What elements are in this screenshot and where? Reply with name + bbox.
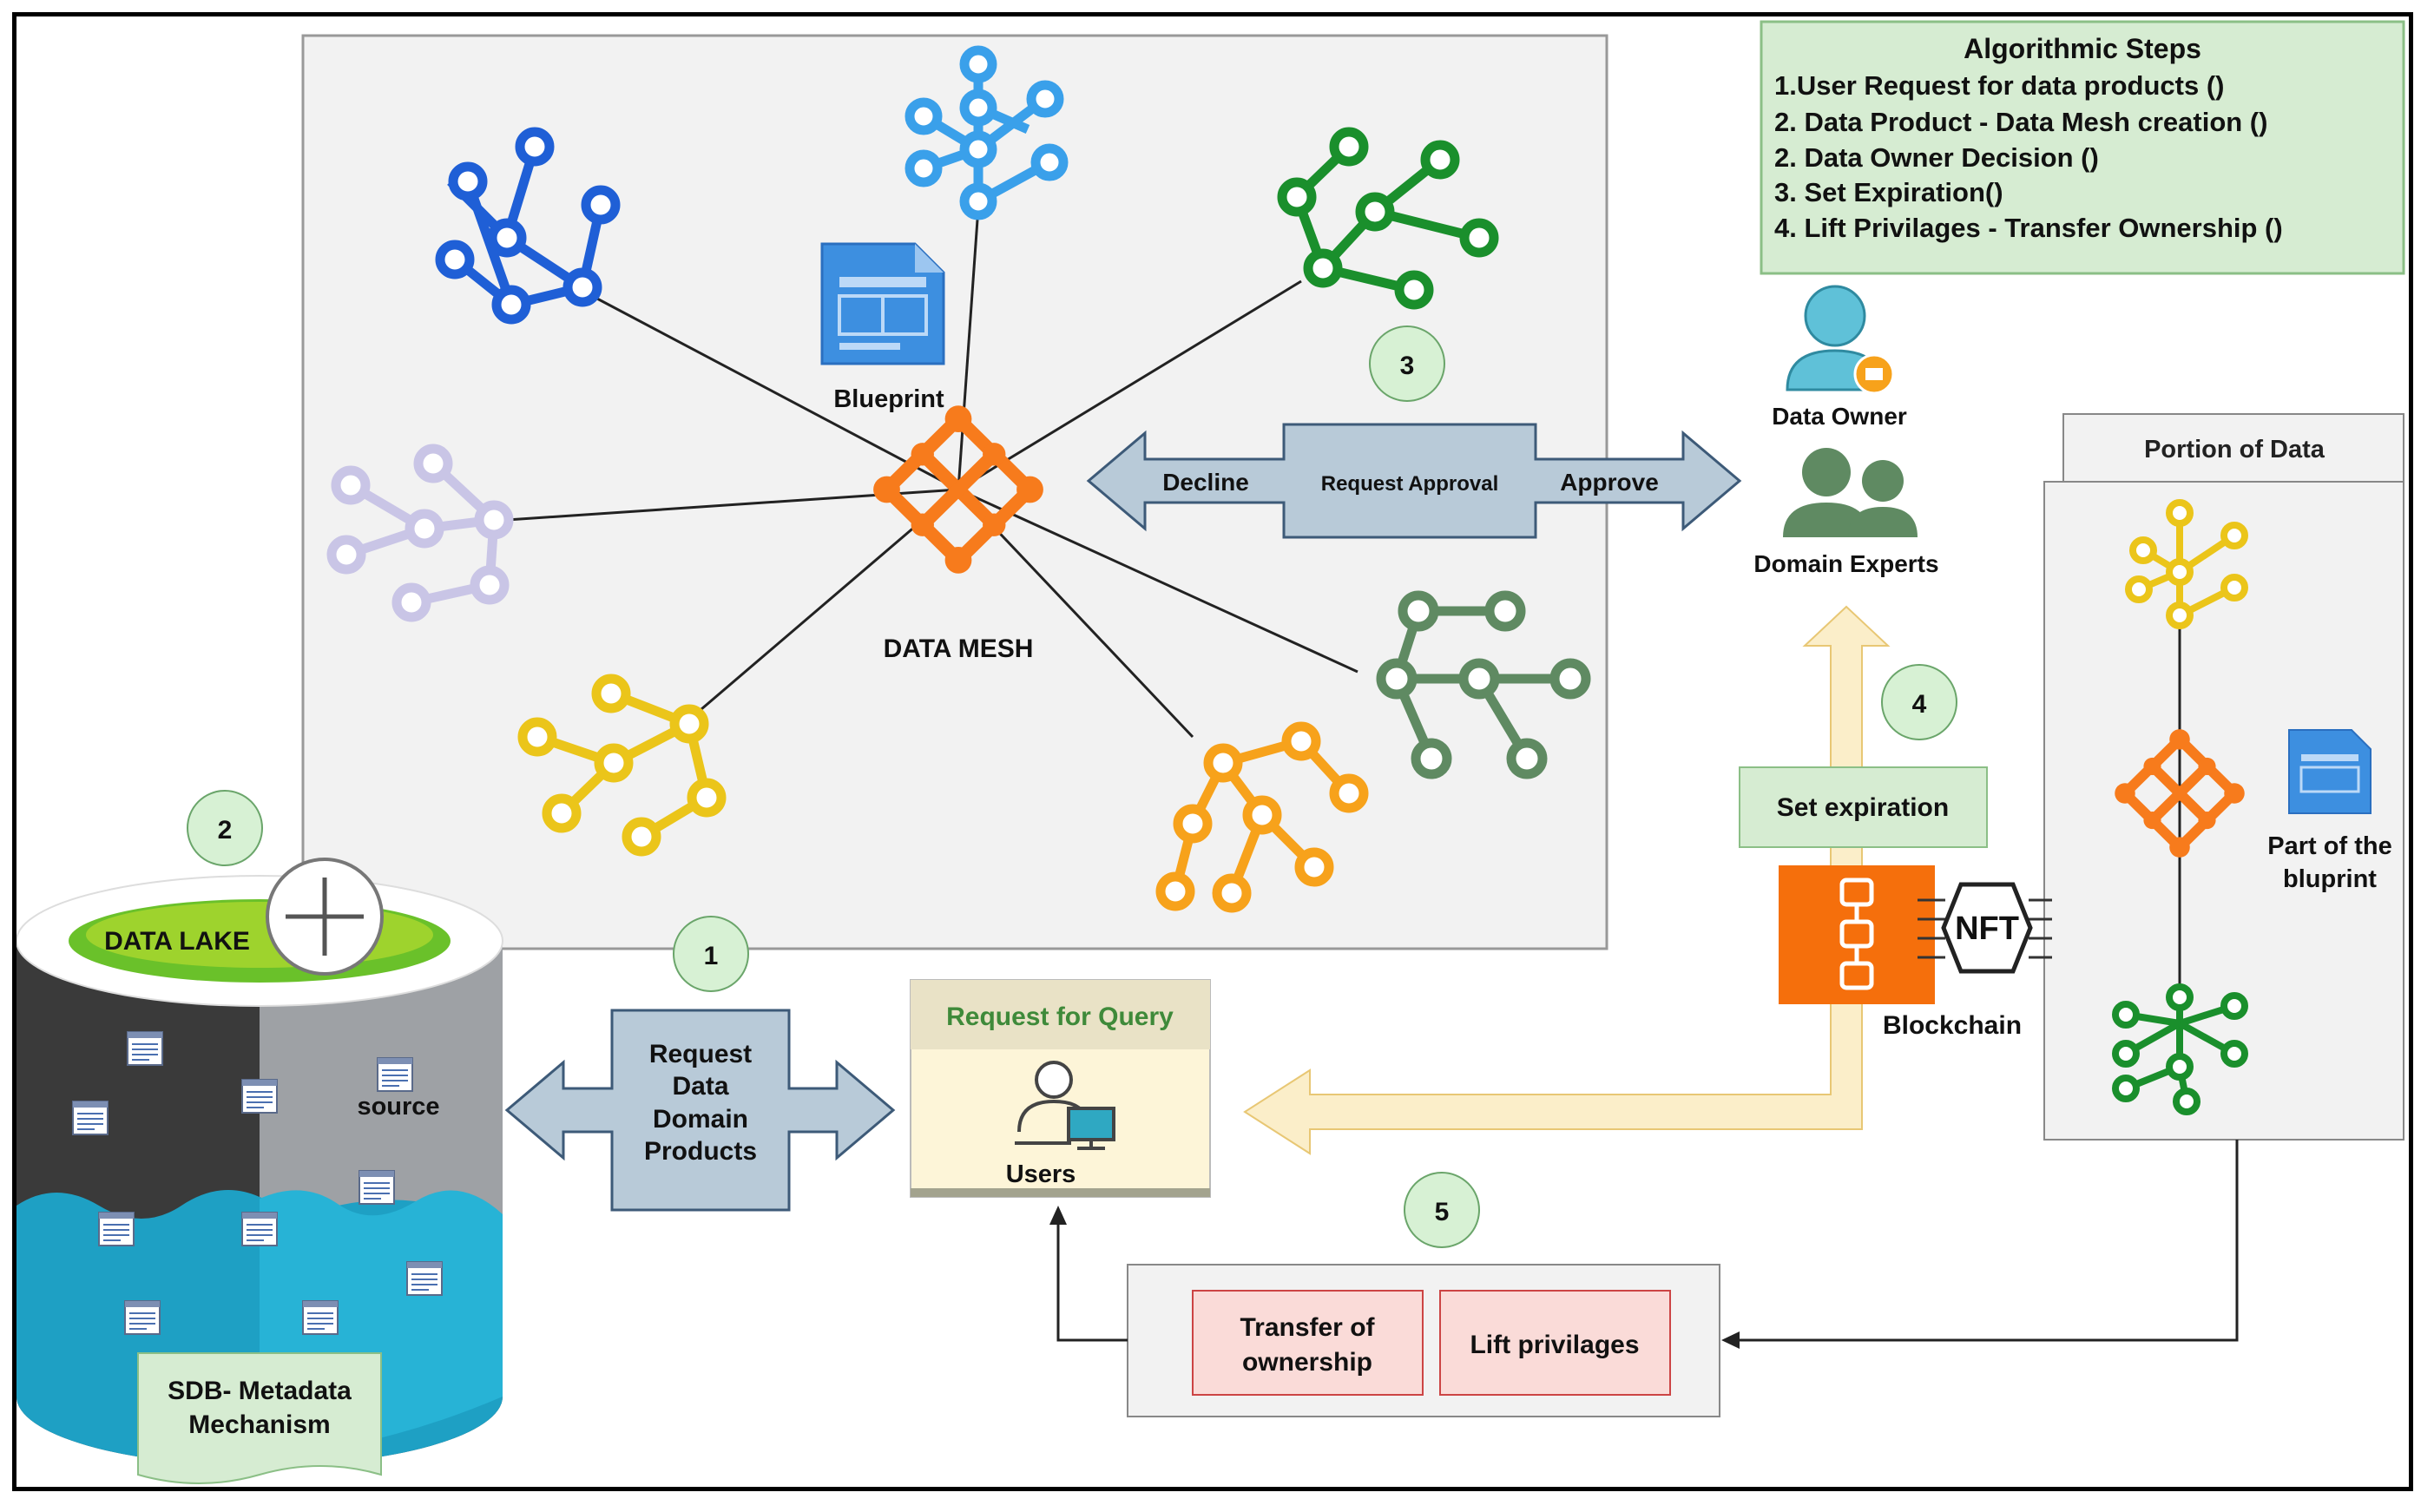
- step-item: 2. Data Product - Data Mesh creation (): [1774, 107, 2267, 137]
- transfer-ownership-label: Transfer of: [1240, 1313, 1375, 1342]
- svg-text:2: 2: [218, 816, 233, 845]
- metadata-doc-label-2: Mechanism: [188, 1410, 330, 1439]
- request-approval-label: Request Approval: [1321, 472, 1498, 496]
- metadata-document-shape: [137, 1352, 382, 1484]
- tree-icon-orange: [1155, 721, 1369, 913]
- request-for-query-title: Request for Query: [946, 1003, 1174, 1031]
- metadata-doc-label: SDB- Metadata: [168, 1377, 352, 1405]
- portion-of-data-title: Portion of Data: [2144, 436, 2325, 463]
- tree-icon-navy: [435, 127, 621, 325]
- data-owner-icon: [1786, 285, 1895, 395]
- request-box-label: Products: [644, 1137, 757, 1166]
- data-mesh-label: DATA MESH: [884, 634, 1034, 663]
- set-expiration-box[interactable]: [1739, 766, 1988, 848]
- request-box-label: Domain: [653, 1105, 748, 1134]
- step-badge-1: 1: [673, 916, 749, 992]
- diagram-canvas: DATA MESH Blueprint Decline Request Appr…: [16, 20, 2405, 1484]
- tree-icon-sky: [905, 45, 1069, 220]
- request-for-query-header: [911, 980, 1210, 1049]
- step-item: 4. Lift Privilages - Transfer Ownership …: [1774, 213, 2283, 243]
- lift-privilages-label: Lift privilages: [1470, 1331, 1639, 1359]
- source-label: source: [357, 1093, 439, 1121]
- data-owner-label: Data Owner: [1772, 403, 1907, 430]
- transfer-ownership-button[interactable]: [1192, 1290, 1424, 1396]
- portion-tree-yellow-icon: [2125, 499, 2248, 629]
- portion-of-data-tab: [2062, 413, 2404, 483]
- svg-text:4: 4: [1912, 690, 1927, 719]
- step-item: 1.User Request for data products (): [1774, 70, 2224, 101]
- tree-icon-yellow: [517, 674, 727, 857]
- algorithmic-steps-title: Algorithmic Steps: [1964, 33, 2201, 64]
- users-label: Users: [1006, 1160, 1076, 1188]
- transfer-ownership-label-2: ownership: [1242, 1348, 1372, 1377]
- tree-icon-green: [1277, 127, 1499, 310]
- step-badge-2: 2: [187, 790, 263, 866]
- part-of-blueprint-document-icon: [2288, 729, 2372, 814]
- nft-chip-icon: NFT: [1918, 882, 2052, 974]
- approve-label[interactable]: Approve: [1560, 469, 1659, 496]
- blueprint-document-icon: [820, 242, 945, 365]
- domain-experts-icon: [1783, 448, 1918, 537]
- request-approval-arrow[interactable]: [1086, 423, 1742, 539]
- part-of-blueprint-label: Part of the: [2267, 832, 2391, 860]
- request-box-label: Data: [672, 1072, 728, 1101]
- domain-experts-label: Domain Experts: [1753, 550, 1938, 577]
- data-lake-label: DATA LAKE: [104, 927, 250, 956]
- request-box-label: Request: [649, 1040, 752, 1068]
- add-icon[interactable]: [266, 858, 384, 976]
- part-of-blueprint-label-2: bluprint: [2283, 865, 2377, 893]
- request-data-products-arrow[interactable]: [504, 1009, 896, 1212]
- algorithmic-steps-box: [1760, 20, 2405, 275]
- connector-from-portion: [1740, 1140, 2239, 1342]
- nft-label: NFT: [1955, 910, 2019, 947]
- step-badge-5: 5: [1404, 1172, 1480, 1248]
- set-expiration-label: Set expiration: [1777, 793, 1949, 822]
- step-badge-3: 3: [1369, 325, 1445, 402]
- decline-label[interactable]: Decline: [1162, 469, 1249, 496]
- svg-text:1: 1: [704, 942, 719, 970]
- blueprint-label: Blueprint: [833, 385, 944, 413]
- user-computer-icon: [1015, 1061, 1115, 1150]
- svg-text:3: 3: [1400, 352, 1415, 380]
- lift-privilages-button[interactable]: [1439, 1290, 1671, 1396]
- portion-tree-green-icon: [2112, 983, 2248, 1115]
- svg-text:5: 5: [1435, 1198, 1450, 1226]
- blockchain-label: Blockchain: [1883, 1011, 2022, 1040]
- step-item: 2. Data Owner Decision (): [1774, 142, 2099, 173]
- tree-icon-lavender: [326, 444, 514, 622]
- blockchain-icon: [1779, 865, 1935, 1004]
- step-item: 3. Set Expiration(): [1774, 177, 2003, 207]
- step-badge-4: 4: [1881, 664, 1957, 740]
- tree-icon-olive: [1376, 590, 1591, 779]
- diagram-frame: DATA MESH Blueprint Decline Request Appr…: [12, 12, 2413, 1491]
- connector-to-users: [1056, 1223, 1128, 1342]
- mesh-spokes: [506, 207, 1358, 739]
- feedback-arrow-to-users: [1243, 996, 1863, 1155]
